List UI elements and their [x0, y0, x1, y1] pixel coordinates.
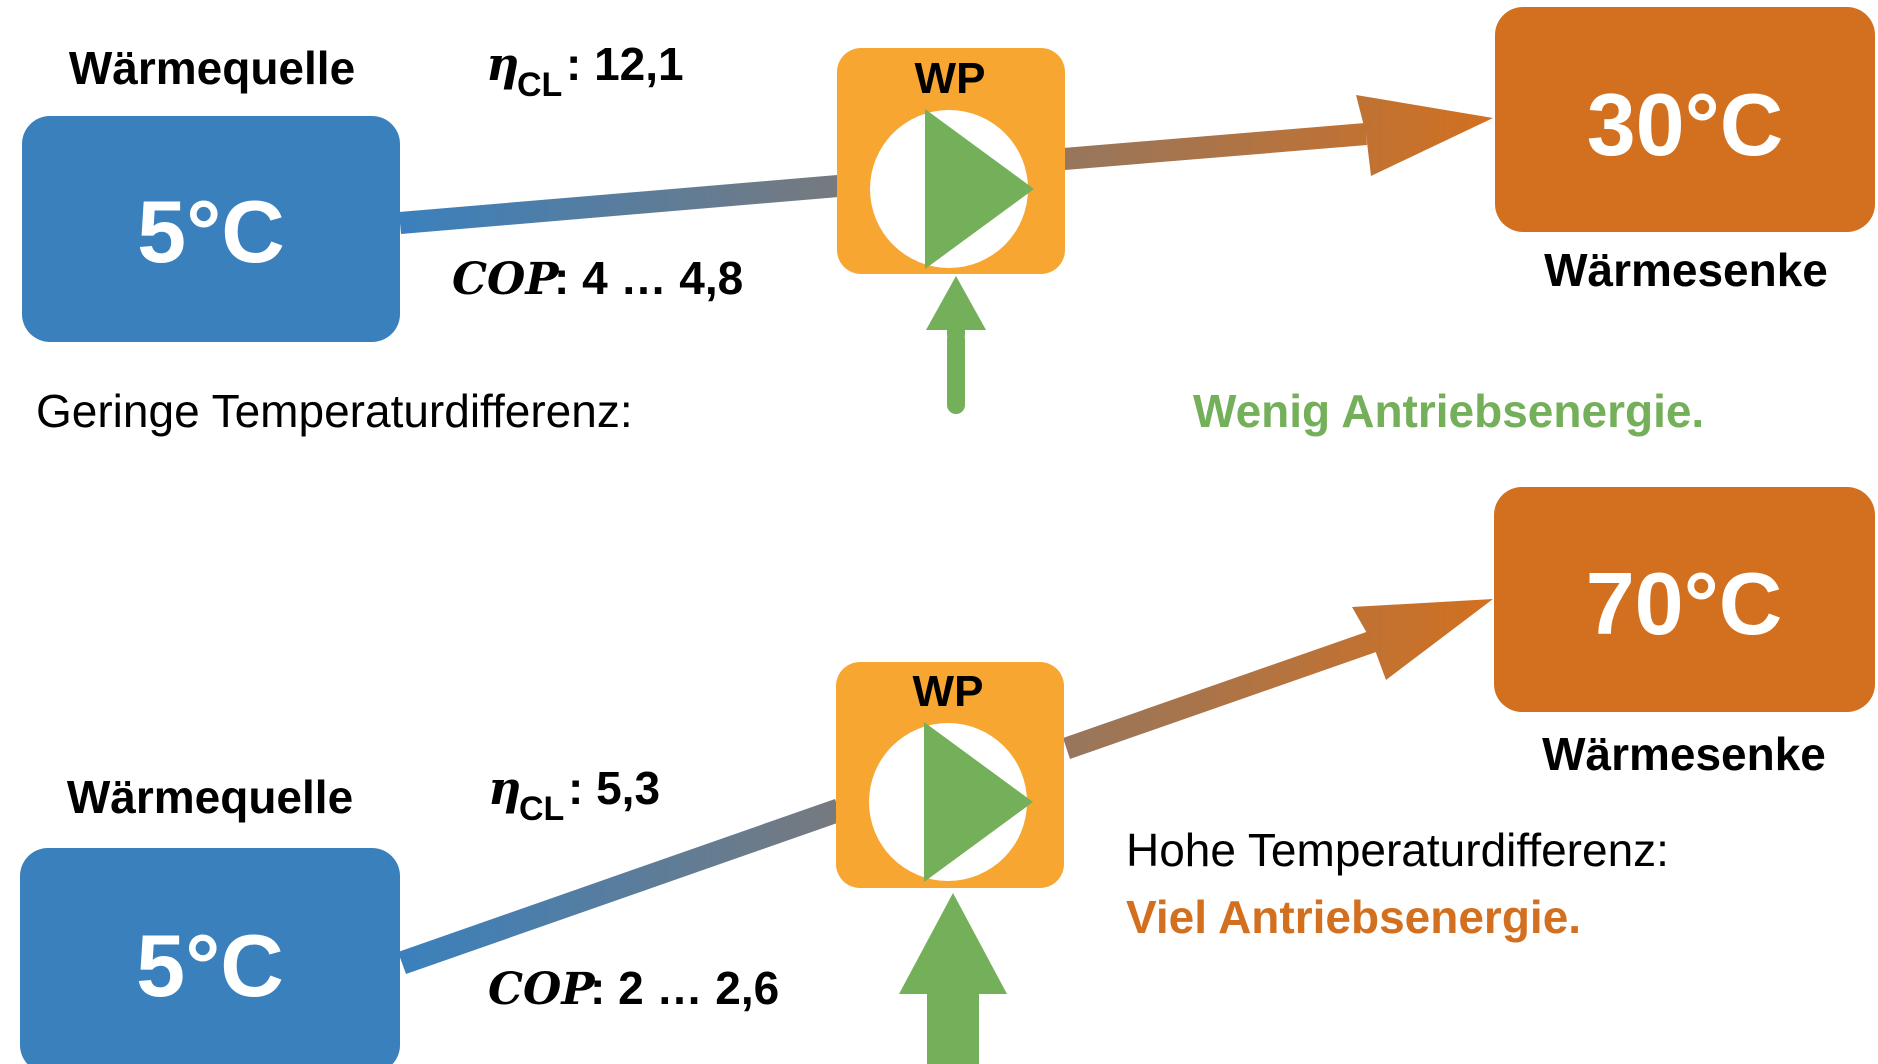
bottom-source-temp: 5°C: [136, 916, 284, 1015]
bottom-eta-subscript: CL: [519, 790, 564, 828]
top-cop-value: : 4 … 4,8: [554, 252, 743, 304]
top-diff-text: Geringe Temperaturdifferenz:: [36, 385, 633, 437]
top-energy-text: Wenig Antriebsenergie.: [1193, 385, 1704, 437]
bottom-cop-symbol: COP: [488, 964, 596, 1015]
bottom-eta-label: η CL : 5,3: [488, 761, 660, 828]
bottom-flow-arrow-icon: [398, 599, 1493, 974]
top-source-temp: 5°C: [137, 182, 285, 281]
top-eta-subscript: CL: [517, 66, 562, 104]
top-sink-title: Wärmesenke: [1544, 244, 1828, 296]
top-input-arrow-icon: [926, 276, 986, 414]
bottom-source-title: Wärmequelle: [67, 771, 353, 823]
top-wp-label: WP: [915, 54, 986, 103]
bottom-eta-symbol: η: [488, 761, 521, 815]
top-flow-arrow-icon: [399, 95, 1493, 234]
top-eta-label: η CL : 12,1: [486, 37, 684, 104]
bottom-diff-text: Hohe Temperaturdifferenz:: [1126, 824, 1669, 876]
top-sink-box: [1495, 7, 1875, 232]
bottom-source-box: [20, 848, 400, 1064]
bottom-sink-title: Wärmesenke: [1542, 728, 1826, 780]
bottom-eta-value: : 5,3: [568, 762, 660, 814]
top-eta-value: : 12,1: [566, 38, 684, 90]
bottom-wp-label: WP: [913, 667, 984, 716]
bottom-sink-box: [1494, 487, 1875, 712]
top-sink-temp: 30°C: [1587, 75, 1784, 174]
bottom-cop-label: COP : 2 … 2,6: [488, 962, 779, 1015]
bottom-play-icon: [869, 722, 1033, 882]
top-source-box: [22, 116, 400, 342]
top-eta-symbol: η: [486, 37, 519, 91]
bottom-cop-value: : 2 … 2,6: [590, 962, 779, 1014]
top-scenario: 5°C Wärmequelle 30°C Wärmesenke WP η CL …: [22, 7, 1875, 437]
bottom-scenario: 5°C Wärmequelle 70°C Wärmesenke WP η CL …: [20, 487, 1875, 1064]
bottom-energy-text: Viel Antriebsenergie.: [1126, 891, 1581, 943]
top-cop-label: COP : 4 … 4,8: [452, 252, 743, 305]
bottom-input-arrow-icon: [899, 893, 1007, 1064]
bottom-sink-temp: 70°C: [1586, 554, 1783, 653]
top-heat-pump: WP: [837, 48, 1065, 274]
bottom-heat-pump: WP: [836, 662, 1064, 888]
top-source-title: Wärmequelle: [69, 42, 355, 94]
top-cop-symbol: COP: [452, 254, 560, 305]
top-play-icon: [870, 109, 1034, 269]
